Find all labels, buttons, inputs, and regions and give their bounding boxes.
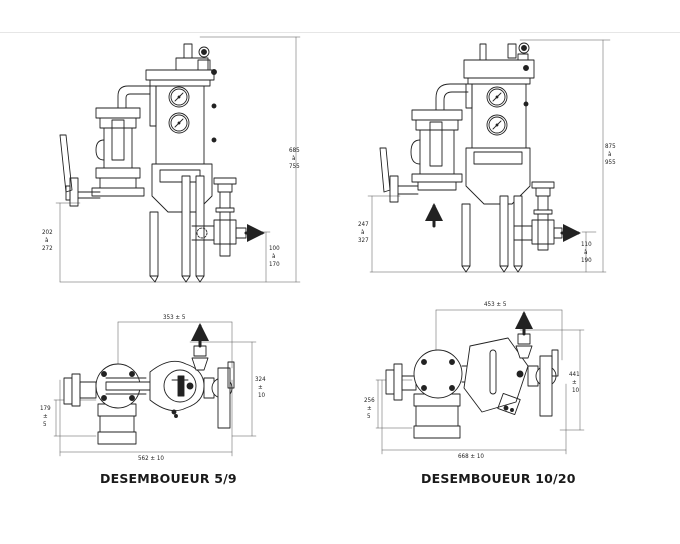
left-side-view: 685 à 755 202 à 272 100 à 170 [42, 36, 301, 283]
left-top-offset-sep: ± [43, 413, 48, 420]
left-height-a: 685 [289, 147, 300, 154]
left-top-view: 353 ± 5 562 ± 10 324 ± 10 179 ± 5 [40, 314, 266, 462]
left-inlet-a: 202 [42, 229, 53, 236]
right-top-offset-b: 5 [367, 413, 371, 420]
left-outlet-b: 170 [269, 261, 280, 268]
right-height-b: 955 [605, 159, 616, 166]
right-top-offset-a: 256 [364, 397, 375, 404]
left-height-b: 755 [289, 163, 300, 170]
right-top-span-top: 453 ± 5 [484, 301, 507, 308]
caption-desemboueur-5-9: DESEMBOUEUR 5/9 [100, 471, 237, 486]
left-height-sep: à [292, 154, 295, 162]
left-top-depth-b: 10 [258, 392, 266, 399]
right-top-span-bottom: 668 ± 10 [458, 453, 484, 460]
right-top-depth-b: 10 [572, 387, 580, 394]
left-side-dimension-lines [55, 36, 301, 283]
left-top-span-bottom: 562 ± 10 [138, 455, 164, 462]
right-outlet-b: 190 [581, 257, 592, 264]
right-side-dimension-lines [367, 39, 611, 273]
left-top-depth-a: 324 [255, 376, 266, 383]
left-inlet-b: 272 [42, 245, 53, 252]
right-top-offset-sep: ± [367, 405, 372, 412]
right-inlet-a: 247 [358, 221, 369, 228]
left-inlet-sep: à [45, 236, 48, 244]
caption-desemboueur-10-20: DESEMBOUEUR 10/20 [421, 471, 576, 486]
right-top-view: 453 ± 5 668 ± 10 441 ± 10 256 ± 5 [364, 301, 585, 460]
left-top-depth-sep: ± [258, 384, 263, 391]
page-top-rule [0, 32, 680, 33]
left-top-offset-b: 5 [43, 421, 47, 428]
right-height-a: 875 [605, 143, 616, 150]
right-outlet-sep: à [584, 248, 587, 256]
right-side-view: 875 à 955 247 à 327 110 à 190 [358, 39, 616, 273]
left-top-offset-a: 179 [40, 405, 51, 412]
right-outlet-a: 110 [581, 241, 592, 248]
right-top-depth-a: 441 [569, 371, 580, 378]
right-top-dimension-lines [375, 309, 585, 455]
right-top-depth-sep: ± [572, 379, 577, 386]
left-top-span-top: 353 ± 5 [163, 314, 186, 321]
right-height-sep: à [608, 150, 611, 158]
right-inlet-b: 327 [358, 237, 369, 244]
left-outlet-a: 100 [269, 245, 280, 252]
right-inlet-sep: à [361, 228, 364, 236]
left-outlet-sep: à [272, 252, 275, 260]
